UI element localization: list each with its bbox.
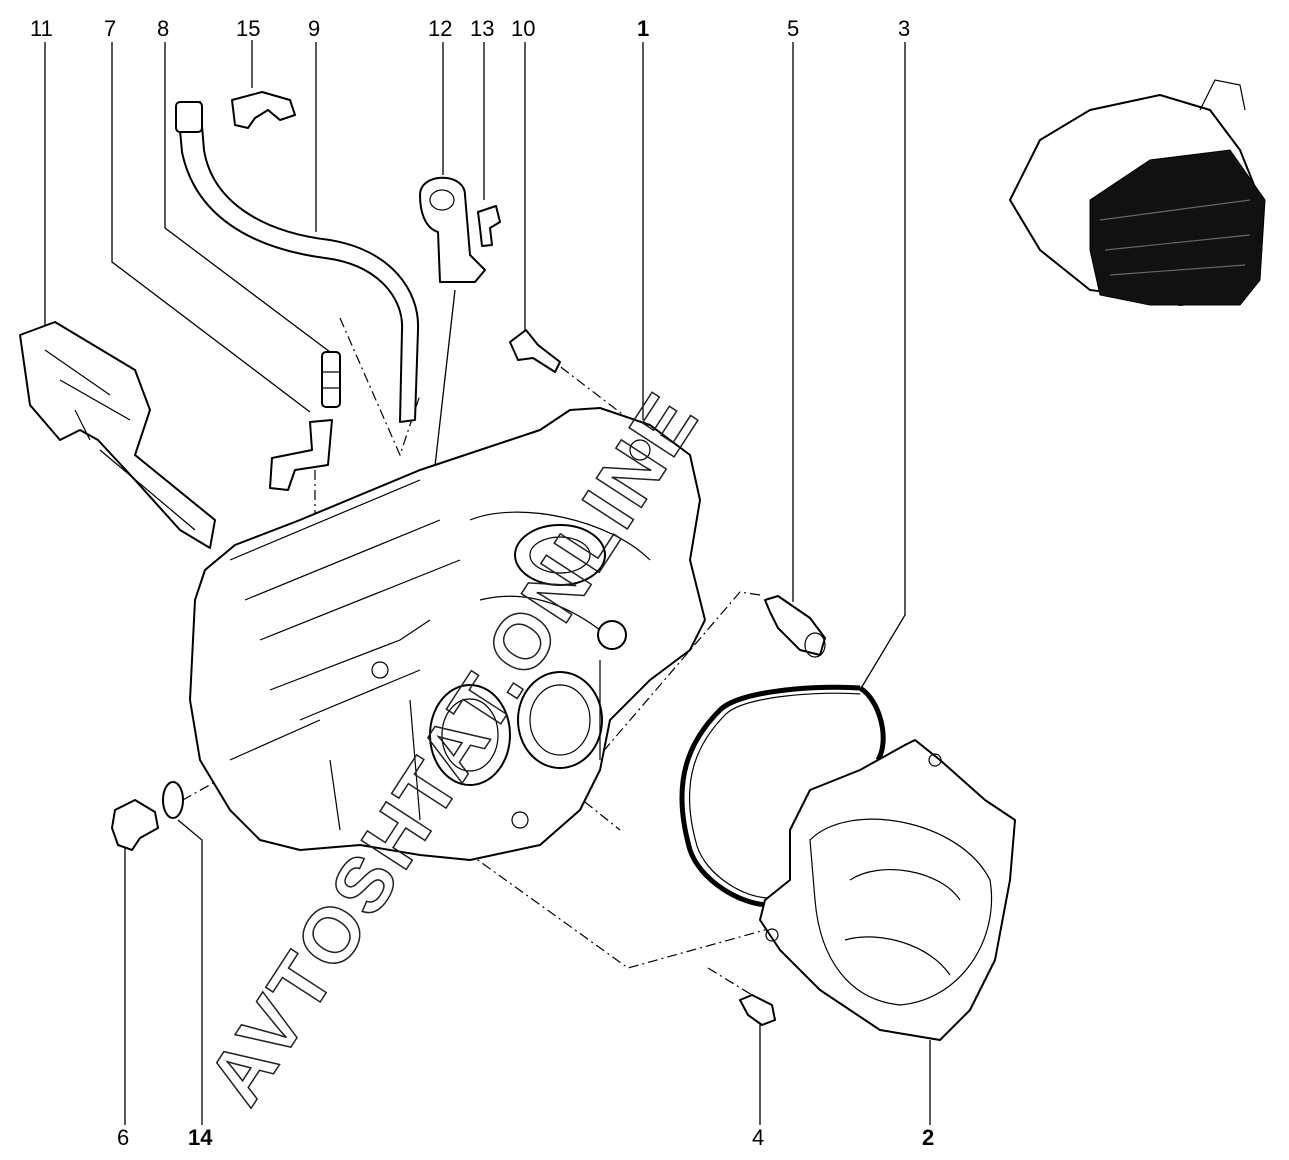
leader-lines — [44, 40, 931, 1125]
callout-13: 13 — [470, 16, 494, 41]
callout-1: 1 — [637, 16, 649, 41]
part-13-bolt — [477, 205, 501, 247]
callout-11: 11 — [30, 16, 53, 41]
part-1-gearbox-housing — [189, 407, 706, 861]
callout-12: 12 — [428, 16, 452, 41]
part-10-bolt — [509, 329, 561, 373]
part-3-gasket — [679, 684, 886, 908]
part-15-clip — [231, 91, 296, 129]
callout-5: 5 — [787, 16, 799, 41]
callout-8: 8 — [157, 16, 169, 41]
part-8-fitting — [321, 351, 341, 408]
callout-14: 14 — [188, 1125, 213, 1150]
callout-9: 9 — [308, 16, 320, 41]
part-11-bracket — [19, 321, 216, 549]
callout-4: 4 — [752, 1125, 764, 1150]
callout-2: 2 — [922, 1125, 934, 1150]
callout-6: 6 — [117, 1125, 129, 1150]
part-4-bolt — [739, 994, 776, 1026]
part-5-sensor — [764, 595, 826, 658]
part-2-cover — [759, 739, 1016, 1041]
callout-3: 3 — [898, 16, 910, 41]
locator-thumbnail — [1009, 79, 1266, 306]
callout-labels: 11 7 8 15 9 12 13 10 1 5 3 6 14 4 2 — [30, 16, 934, 1150]
callout-7: 7 — [104, 16, 116, 41]
callout-10: 10 — [511, 16, 535, 41]
part-14-o-ring — [162, 781, 184, 819]
part-12-lug — [419, 176, 486, 283]
part-9-hose — [175, 101, 420, 423]
part-7-elbow — [269, 419, 333, 491]
part-6-drain-plug — [111, 799, 159, 851]
callout-15: 15 — [236, 16, 260, 41]
